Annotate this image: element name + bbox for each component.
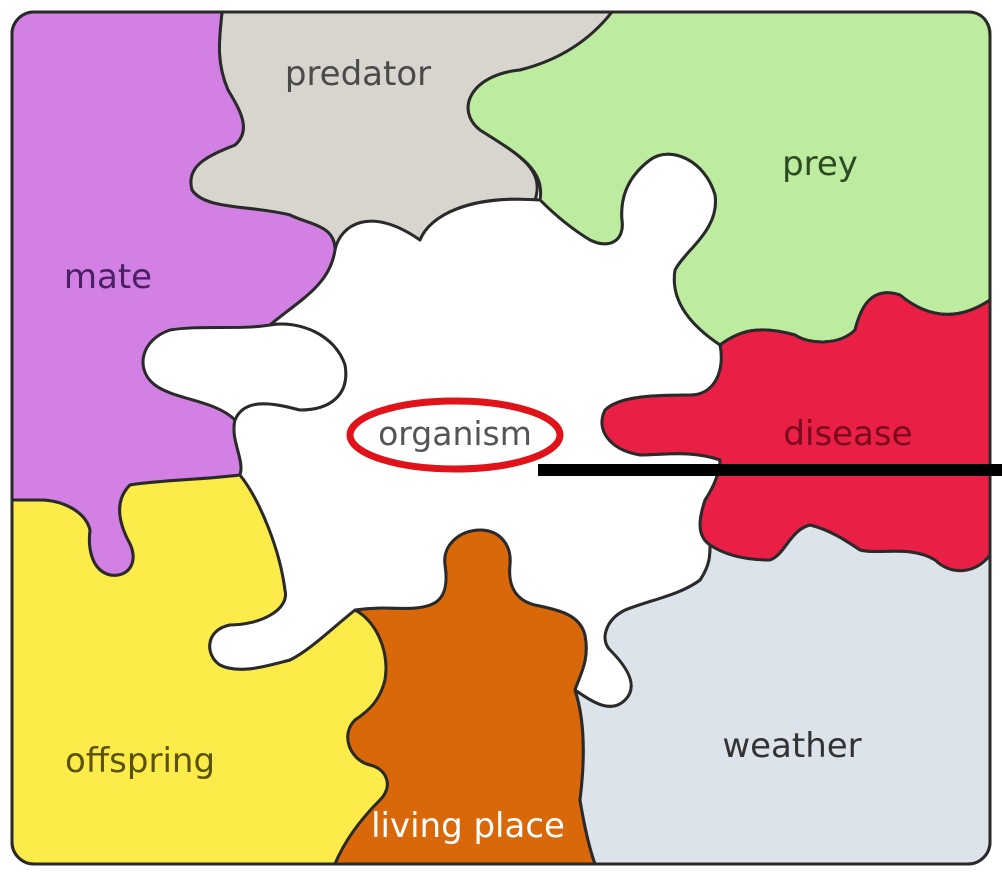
disease-label: disease — [783, 414, 912, 454]
predator-label: predator — [285, 54, 431, 94]
living-place-label: living place — [371, 806, 565, 846]
weather-label: weather — [722, 726, 861, 766]
organism-label: organism — [378, 414, 532, 453]
mate-label: mate — [64, 257, 152, 297]
pointer-line — [538, 464, 1002, 476]
offspring-label: offspring — [65, 741, 215, 781]
prey-label: prey — [782, 144, 858, 184]
